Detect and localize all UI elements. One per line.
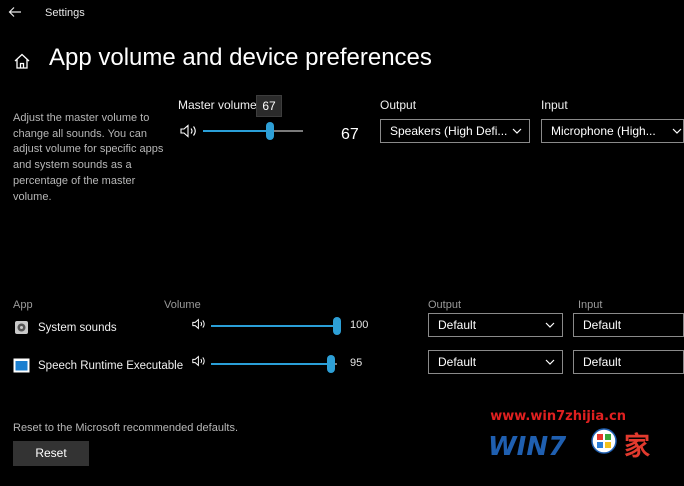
input-label: Input <box>541 98 568 112</box>
column-header-output: Output <box>428 299 462 311</box>
master-volume-label: Master volume <box>178 98 257 112</box>
app-output-dropdown[interactable]: Default <box>428 350 563 374</box>
input-device-value: Microphone (High... <box>551 124 656 138</box>
reset-button[interactable]: Reset <box>13 441 89 466</box>
slider-fill <box>211 325 337 327</box>
app-name: Speech Runtime Executable <box>38 360 184 372</box>
column-header-volume: Volume <box>164 299 201 311</box>
chevron-down-icon <box>545 322 555 328</box>
speaker-icon[interactable] <box>192 318 208 330</box>
system-sounds-icon <box>15 321 28 334</box>
speaker-icon[interactable] <box>192 355 208 367</box>
output-label: Output <box>380 98 417 112</box>
chevron-down-icon <box>512 128 522 134</box>
app-volume-value: 100 <box>350 319 369 331</box>
column-header-input: Input <box>578 299 603 311</box>
app-output-value: Default <box>438 355 477 369</box>
app-input-value: Default <box>583 318 622 332</box>
slider-track <box>270 130 303 132</box>
page-description: Adjust the master volume to change all s… <box>13 112 164 203</box>
app-window-icon <box>13 358 30 373</box>
watermark-logo-text: WIN7 <box>488 432 567 462</box>
app-output-value: Default <box>438 318 477 332</box>
app-volume-slider[interactable] <box>211 355 337 373</box>
app-name: System sounds <box>38 322 117 334</box>
master-volume-value: 67 <box>341 126 359 143</box>
slider-thumb[interactable] <box>333 317 341 335</box>
chevron-down-icon <box>545 359 555 365</box>
master-volume-slider[interactable] <box>203 122 303 140</box>
watermark-logo-char: 家 <box>624 431 650 462</box>
slider-fill <box>211 363 331 365</box>
slider-thumb[interactable] <box>327 355 335 373</box>
input-device-dropdown[interactable]: Microphone (High... <box>541 119 684 143</box>
app-input-value: Default <box>583 355 622 369</box>
home-icon[interactable] <box>13 52 31 70</box>
slider-thumb[interactable] <box>266 122 274 140</box>
output-device-dropdown[interactable]: Speakers (High Defi... <box>380 119 530 143</box>
app-volume-value: 95 <box>350 357 363 369</box>
app-output-dropdown[interactable]: Default <box>428 313 563 337</box>
reset-description: Reset to the Microsoft recommended defau… <box>13 422 238 434</box>
page-title: App volume and device preferences <box>49 44 432 71</box>
watermark-logo: WIN7 家 <box>488 428 650 462</box>
chevron-down-icon <box>672 128 682 134</box>
column-header-app: App <box>13 299 33 311</box>
slider-fill <box>203 130 270 132</box>
speaker-icon[interactable] <box>180 124 200 138</box>
app-input-dropdown[interactable]: Default <box>573 313 684 337</box>
watermark-url: www.win7zhijia.cn <box>490 409 626 424</box>
output-device-value: Speakers (High Defi... <box>390 124 508 138</box>
window-title: Settings <box>45 7 85 19</box>
back-arrow-icon[interactable] <box>8 5 22 19</box>
master-volume-tooltip: 67 <box>256 95 282 117</box>
app-volume-slider[interactable] <box>211 317 341 335</box>
app-input-dropdown[interactable]: Default <box>573 350 684 374</box>
